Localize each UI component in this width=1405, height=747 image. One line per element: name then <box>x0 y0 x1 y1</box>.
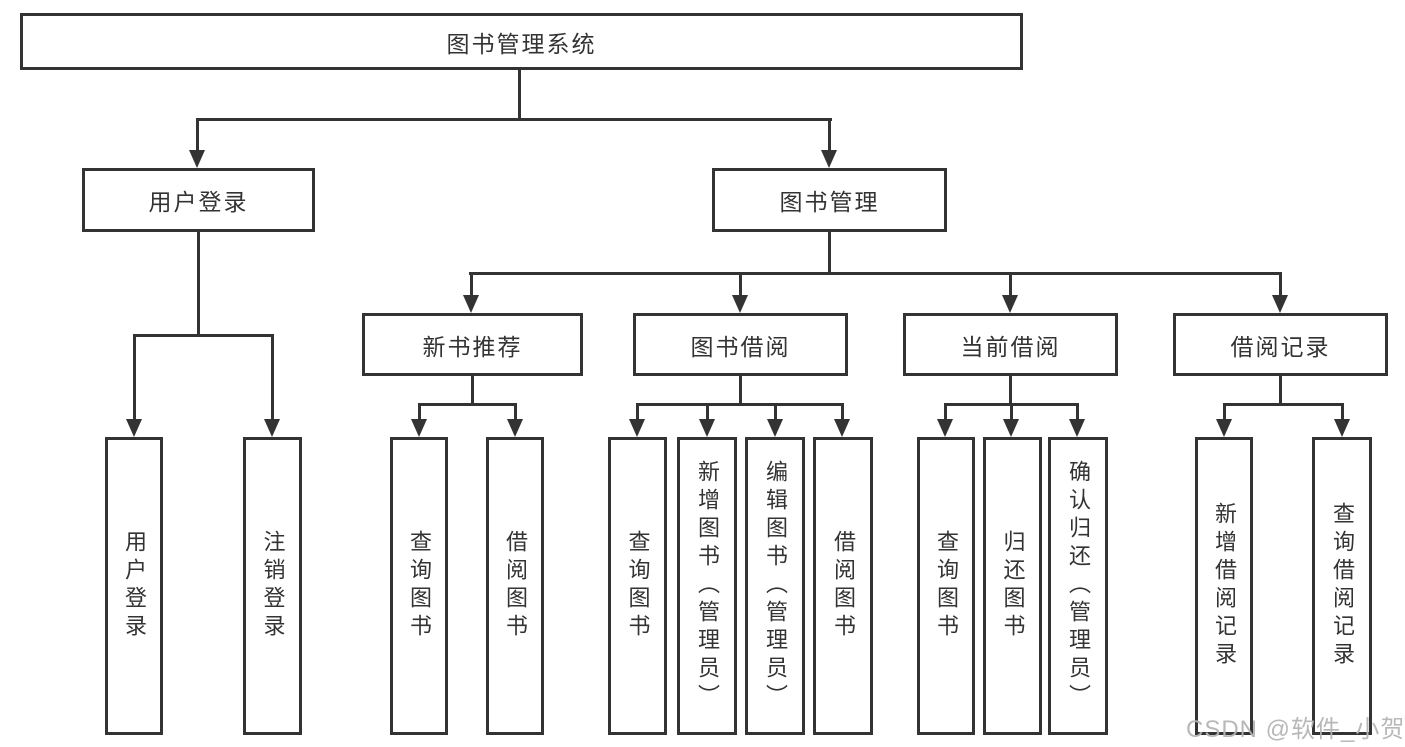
leaf-edit-books-admin: 编辑图书（管理员） <box>745 437 805 735</box>
connector-drop-leaf <box>636 403 639 419</box>
connector-drop-leaf <box>1341 403 1344 419</box>
leaf-add-books-admin: 新增图书（管理员） <box>677 437 737 735</box>
node-current-borrowing-label: 当前借阅 <box>960 333 1061 360</box>
arrow-down-icon <box>1069 419 1085 437</box>
arrow-down-icon <box>629 419 645 437</box>
arrow-down-icon <box>463 295 479 313</box>
leaf-borrow-books: 借阅图书 <box>813 437 873 735</box>
csdn-watermark: CSDN @软件_小贺同学 <box>1186 716 1405 743</box>
connector-book-management-stem <box>828 232 831 274</box>
connector-book-borrowing-hline <box>636 403 844 406</box>
connector-drop-login-leaf <box>133 334 136 419</box>
arrow-down-icon <box>767 419 783 437</box>
connector-borrowing-records-hline <box>1223 403 1343 406</box>
leaf-add-borrow-record: 新增借阅记录 <box>1195 437 1253 735</box>
arrow-down-icon <box>126 419 142 437</box>
connector-drop-book-management <box>828 118 831 152</box>
node-new-book-recommend: 新书推荐 <box>362 313 583 376</box>
leaf-query-books-recommend: 查询图书 <box>390 437 448 735</box>
connector-current-borrowing-stem <box>1009 376 1012 405</box>
arrow-down-icon <box>732 295 748 313</box>
leaf-borrow-books-label: 借阅图书 <box>831 530 856 642</box>
leaf-user-login-label: 用户登录 <box>122 530 147 642</box>
arrow-down-icon <box>1003 419 1019 437</box>
connector-drop-book-borrowing <box>739 272 742 295</box>
connector-new-book-hline <box>418 403 516 406</box>
arrow-down-icon <box>1272 295 1288 313</box>
connector-root-hline <box>196 118 832 121</box>
leaf-logout: 注销登录 <box>243 437 302 735</box>
leaf-add-books-admin-label: 新增图书（管理员） <box>695 460 720 712</box>
node-borrowing-records-label: 借阅记录 <box>1230 333 1331 360</box>
leaf-user-login: 用户登录 <box>105 437 163 735</box>
connector-drop-leaf <box>418 403 421 419</box>
leaf-query-books-recommend-label: 查询图书 <box>407 530 432 642</box>
connector-drop-leaf <box>514 403 517 419</box>
leaf-return-books-label: 归还图书 <box>1000 530 1026 642</box>
arrow-down-icon <box>1002 295 1018 313</box>
node-borrowing-records: 借阅记录 <box>1173 313 1388 376</box>
node-book-borrowing-label: 图书借阅 <box>690 333 791 360</box>
connector-book-management-hline <box>469 272 1282 275</box>
connector-drop-leaf <box>1223 403 1226 419</box>
arrow-down-icon <box>937 419 953 437</box>
leaf-return-books: 归还图书 <box>983 437 1042 735</box>
leaf-confirm-return-admin-label: 确认归还（管理员） <box>1066 460 1091 712</box>
connector-drop-leaf <box>1010 403 1013 419</box>
arrow-down-icon <box>507 419 523 437</box>
node-current-borrowing: 当前借阅 <box>903 313 1118 376</box>
leaf-logout-label: 注销登录 <box>260 530 286 642</box>
arrow-down-icon <box>821 150 837 168</box>
connector-drop-logout-leaf <box>271 334 274 419</box>
node-root-label: 图书管理系统 <box>446 30 597 57</box>
leaf-query-borrow-record: 查询借阅记录 <box>1312 437 1372 735</box>
connector-drop-current-borrowing <box>1009 272 1012 295</box>
leaf-borrow-books-recommend-label: 借阅图书 <box>503 530 528 642</box>
node-book-management-label: 图书管理 <box>779 189 880 215</box>
node-root: 图书管理系统 <box>20 13 1023 70</box>
node-new-book-recommend-label: 新书推荐 <box>422 333 523 360</box>
arrow-down-icon <box>411 419 427 437</box>
leaf-confirm-return-admin: 确认归还（管理员） <box>1048 437 1108 735</box>
arrow-down-icon <box>834 419 850 437</box>
node-user-login-label: 用户登录 <box>148 189 249 215</box>
connector-drop-leaf <box>841 403 844 419</box>
node-book-management: 图书管理 <box>712 168 947 232</box>
connector-root-stem <box>518 70 521 120</box>
connector-drop-borrowing-records <box>1279 272 1282 295</box>
arrow-down-icon <box>1216 419 1232 437</box>
connector-new-book-stem <box>471 376 474 405</box>
leaf-add-borrow-record-label: 新增借阅记录 <box>1212 502 1237 670</box>
leaf-query-books-current-label: 查询图书 <box>934 530 959 642</box>
connector-borrowing-records-stem <box>1279 376 1282 405</box>
connector-drop-leaf <box>1076 403 1079 419</box>
leaf-query-books-current: 查询图书 <box>917 437 975 735</box>
leaf-query-books-borrowing: 查询图书 <box>608 437 667 735</box>
connector-book-borrowing-stem <box>739 376 742 405</box>
connector-user-login-hline <box>133 334 274 337</box>
arrow-down-icon <box>264 419 280 437</box>
leaf-query-books-borrowing-label: 查询图书 <box>625 530 651 642</box>
leaf-borrow-books-recommend: 借阅图书 <box>486 437 544 735</box>
connector-user-login-stem <box>197 232 200 336</box>
leaf-query-borrow-record-label: 查询借阅记录 <box>1330 502 1355 670</box>
node-user-login: 用户登录 <box>82 168 315 232</box>
arrow-down-icon <box>189 150 205 168</box>
node-book-borrowing: 图书借阅 <box>633 313 848 376</box>
arrow-down-icon <box>699 419 715 437</box>
connector-drop-new-book <box>470 272 473 295</box>
connector-drop-leaf <box>706 403 709 419</box>
connector-drop-leaf <box>774 403 777 419</box>
arrow-down-icon <box>1334 419 1350 437</box>
connector-drop-user-login <box>196 118 199 152</box>
leaf-edit-books-admin-label: 编辑图书（管理员） <box>763 460 788 712</box>
connector-drop-leaf <box>944 403 947 419</box>
